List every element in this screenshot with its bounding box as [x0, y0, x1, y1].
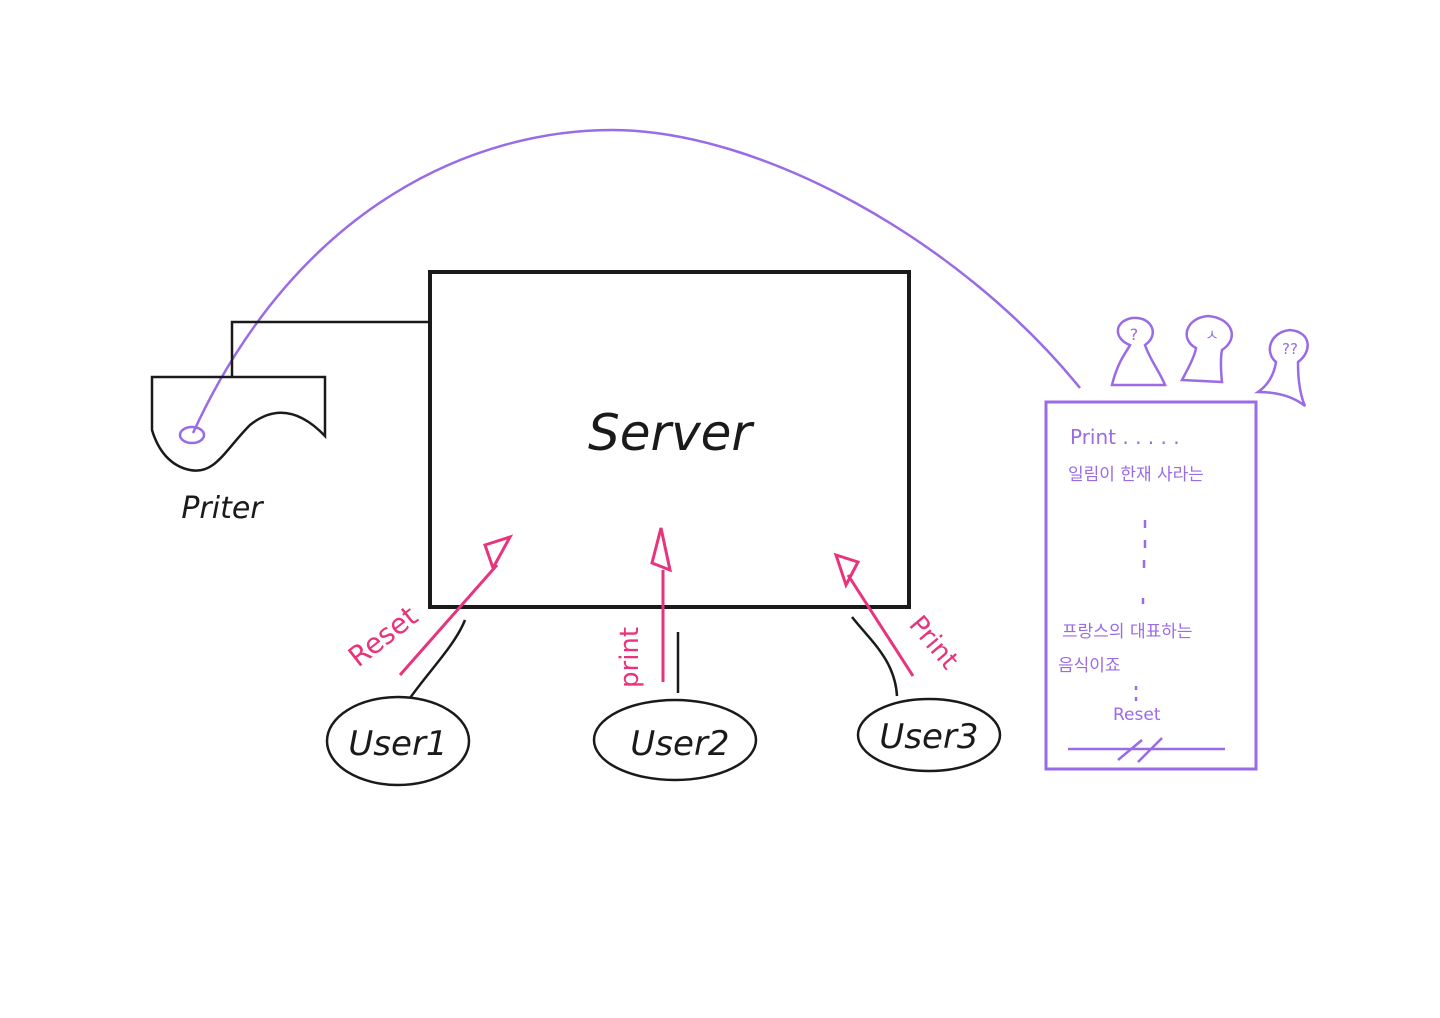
print-output-arc	[191, 128, 1081, 434]
reset-arrow	[398, 534, 514, 676]
user3-connector	[851, 616, 899, 697]
person-2: ㅅ	[1179, 314, 1233, 384]
user1-label: User1	[348, 724, 447, 764]
printout-paper	[1044, 400, 1258, 771]
person-3-bubble: ??	[1282, 340, 1298, 358]
person-1: ?	[1110, 316, 1167, 387]
person-3: ??	[1254, 328, 1309, 407]
user2-node	[592, 698, 758, 782]
print-arrow-user3-label: Print	[903, 610, 964, 675]
printout-line-5: Reset	[1113, 705, 1161, 725]
printout-ellipsis-dots	[1141, 520, 1147, 604]
printer-shape	[150, 375, 327, 472]
printer-port	[178, 425, 206, 445]
print-arrow-user3	[833, 552, 915, 677]
server-label: Server	[588, 404, 755, 462]
print-arrow-user2	[650, 527, 673, 682]
printout-line-1: Print . . . . .	[1070, 425, 1180, 449]
print-arrow-user2-label: print	[615, 627, 645, 688]
printer-label: Priter	[181, 491, 264, 526]
server-box	[428, 270, 911, 609]
person-2-bubble: ㅅ	[1205, 326, 1219, 344]
person-1-bubble: ?	[1130, 325, 1139, 344]
printout-line-3: 프랑스의 대표하는	[1062, 622, 1193, 642]
user3-node	[856, 697, 1002, 773]
printout-line-2: 일림이 한재 사라는	[1068, 465, 1204, 485]
user1-connector	[408, 619, 467, 699]
user2-label: User2	[630, 724, 729, 764]
user1-node	[325, 695, 471, 787]
user3-label: User3	[879, 717, 978, 757]
printout-cut-line	[1068, 737, 1225, 763]
printout-line-4: 음식이죠	[1058, 656, 1121, 676]
printer-connector	[230, 320, 430, 377]
